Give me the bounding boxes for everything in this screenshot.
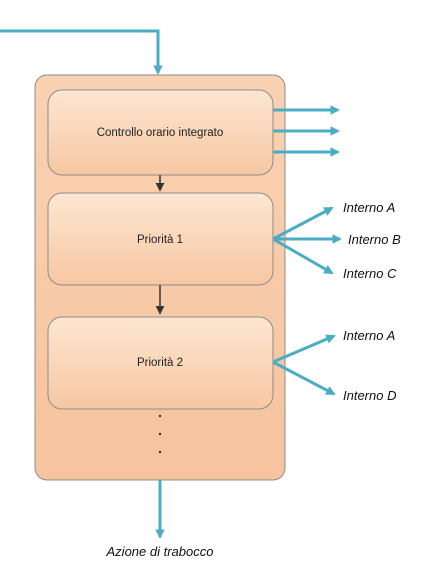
label-p2-interno-a: Interno A: [343, 328, 395, 343]
label-p1-interno-a: Interno A: [343, 200, 395, 215]
box-priorita-2-label: Priorità 2: [137, 357, 183, 369]
p2-arrow-a: [272, 334, 336, 364]
box-controllo-label: Controllo orario integrato: [97, 127, 224, 139]
overflow-label: Azione di trabocco: [106, 544, 214, 559]
continuation-dot: [158, 432, 162, 436]
label-p2-interno-d: Interno D: [343, 388, 396, 403]
p1-arrow-c: [272, 237, 334, 275]
continuation-dot: [158, 450, 162, 454]
input-arrow: [0, 29, 163, 75]
p1-arrow-a: [272, 206, 334, 241]
label-p1-interno-b: Interno B: [348, 232, 401, 247]
box-priorita-1-label: Priorità 1: [137, 234, 183, 246]
continuation-dot: [158, 414, 162, 418]
label-p1-interno-c: Interno C: [343, 266, 397, 281]
p2-arrow-d: [272, 360, 336, 396]
